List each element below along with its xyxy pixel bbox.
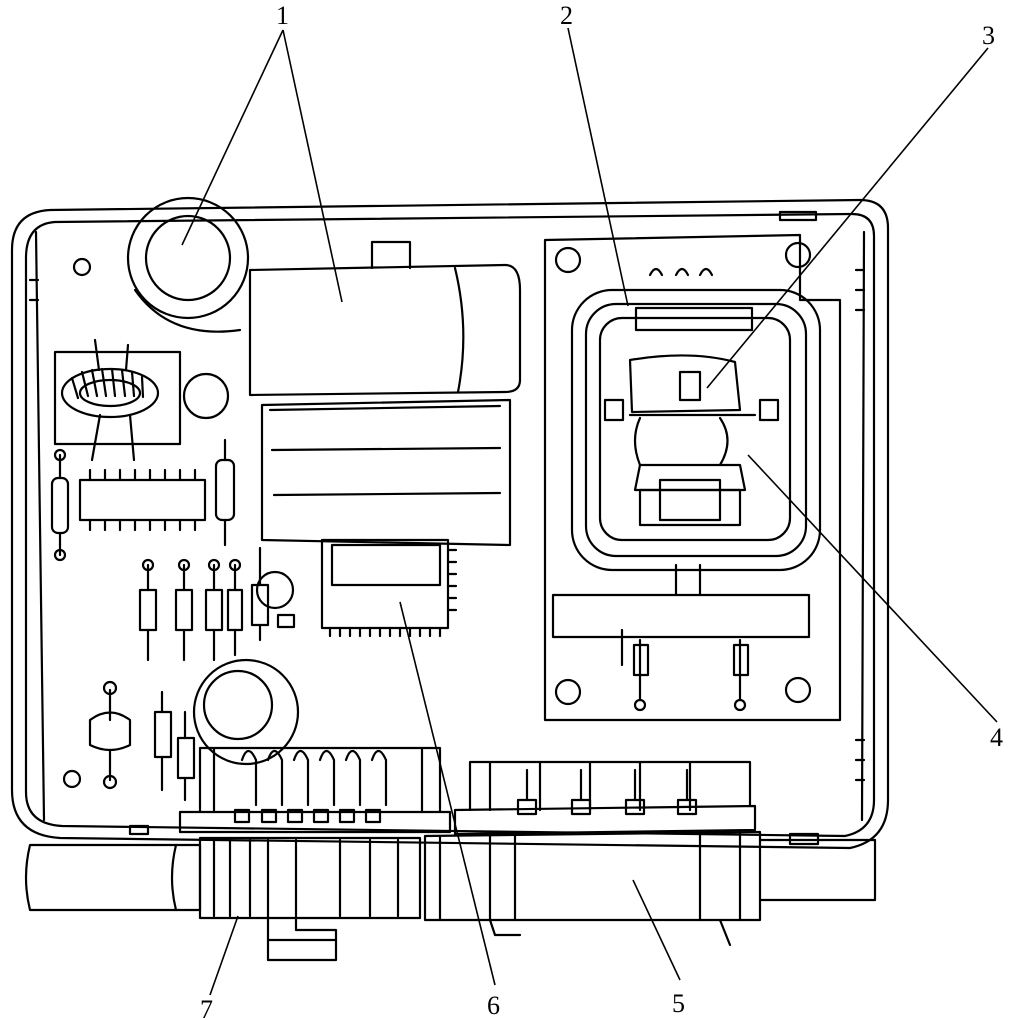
leader-1b — [282, 29, 343, 303]
toroid-inductor — [53, 338, 182, 462]
housing — [10, 198, 890, 850]
callout-4: 4 — [990, 723, 1003, 752]
leader-2 — [567, 27, 629, 307]
transistor — [88, 570, 296, 790]
capacitor-top — [126, 196, 250, 333]
ic-chip-main — [320, 538, 458, 638]
resistors — [50, 438, 270, 802]
leader-3 — [706, 47, 989, 389]
connector-right — [423, 830, 877, 947]
relay-housing — [248, 240, 522, 547]
callout-1: 1 — [276, 1, 289, 30]
callout-2: 2 — [560, 1, 573, 30]
leader-5 — [632, 879, 681, 981]
terminal-block-left — [178, 746, 452, 834]
leader-7 — [209, 915, 239, 996]
leader-6 — [399, 601, 496, 986]
callout-7: 7 — [200, 995, 213, 1020]
callouts: 1 2 3 4 5 6 7 — [200, 1, 1003, 1020]
small-capacitor — [182, 372, 230, 420]
leader-1a — [181, 29, 284, 246]
callout-6: 6 — [487, 991, 500, 1020]
ic-chip-left — [78, 468, 207, 532]
connector-left — [24, 836, 422, 962]
capacitor-bottom — [192, 658, 300, 766]
leader-4 — [747, 454, 998, 723]
terminal-block-right — [453, 760, 757, 836]
callout-3: 3 — [982, 21, 995, 50]
leader-lines — [181, 27, 998, 996]
callout-5: 5 — [672, 989, 685, 1018]
relay-module — [543, 233, 842, 722]
